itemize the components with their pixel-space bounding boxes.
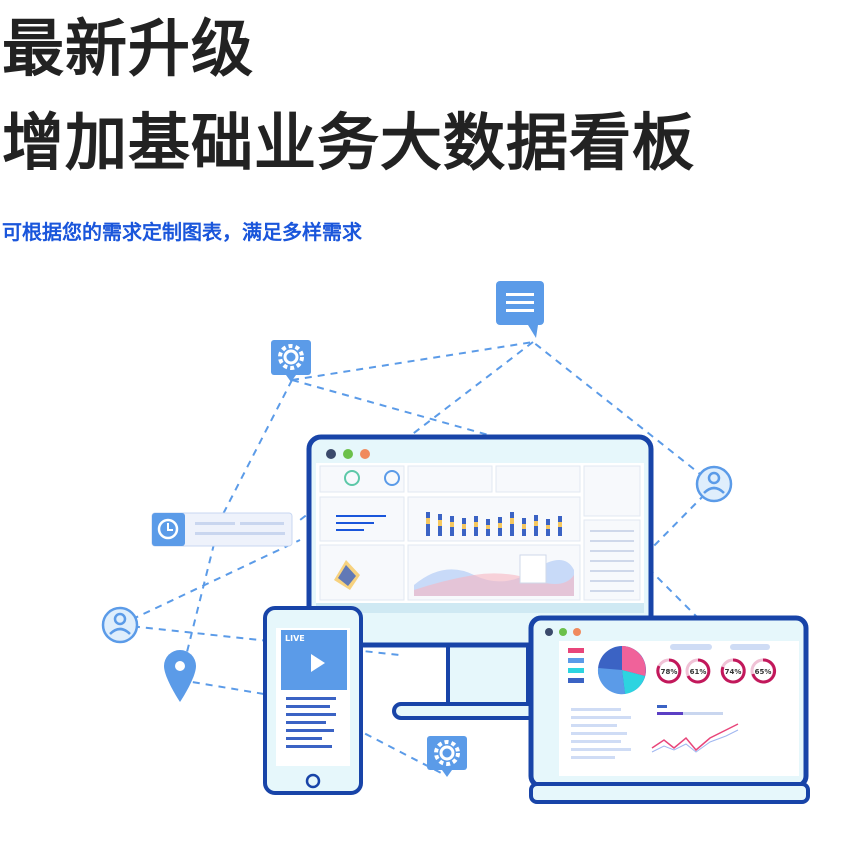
phone: LIVE bbox=[263, 606, 363, 795]
user-icon-left bbox=[101, 606, 139, 644]
svg-text:78%: 78% bbox=[661, 668, 678, 676]
svg-text:65%: 65% bbox=[755, 668, 772, 676]
monitor bbox=[306, 434, 654, 720]
gauge-4: 65% bbox=[750, 658, 776, 684]
gauge-1: 78% bbox=[656, 658, 682, 684]
gear-icon-bottom bbox=[427, 736, 467, 777]
svg-text:61%: 61% bbox=[690, 668, 707, 676]
headline-line-2: 增加基础业务大数据看板 bbox=[2, 106, 696, 179]
play-icon bbox=[311, 654, 325, 672]
clock-card bbox=[151, 512, 293, 547]
headline-line-1: 最新升级 bbox=[2, 12, 255, 85]
home-button-icon bbox=[305, 773, 321, 789]
gauge-2: 61% bbox=[685, 658, 711, 684]
svg-text:74%: 74% bbox=[725, 668, 742, 676]
gear-icon bbox=[271, 340, 311, 382]
gauge-3: 74% bbox=[720, 658, 746, 684]
pie-chart bbox=[597, 646, 646, 695]
location-pin-icon bbox=[164, 650, 196, 702]
live-label: LIVE bbox=[285, 634, 305, 643]
laptop: 78% 61% 74% 65% bbox=[528, 615, 810, 804]
headline-subtitle: 可根据您的需求定制图表，满足多样需求 bbox=[2, 220, 362, 244]
user-icon-right bbox=[695, 465, 733, 503]
chat-icon bbox=[496, 281, 544, 338]
monitor-bars bbox=[426, 512, 562, 536]
